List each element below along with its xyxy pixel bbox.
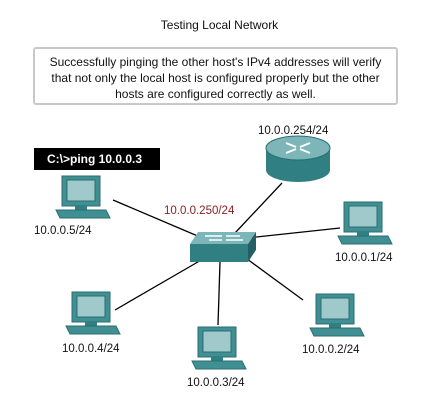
- ping-command: C:\>ping 10.0.0.3: [34, 148, 160, 170]
- host-4-label: 10.0.0.3/24: [187, 377, 245, 389]
- host-3-computer-icon: [65, 291, 121, 335]
- link-host5-switch: [242, 255, 304, 301]
- switch-label: 10.0.0.250/24: [164, 205, 235, 217]
- router-label: 10.0.0.254/24: [258, 125, 329, 137]
- host-2-label: 10.0.0.1/24: [335, 252, 393, 264]
- diagram-title: Testing Local Network: [160, 18, 279, 32]
- links: [112, 182, 341, 326]
- description-box: Successfully pinging the other host's IP…: [33, 47, 398, 105]
- host-3-label: 10.0.0.4/24: [62, 343, 120, 355]
- link-host1-switch: [112, 199, 201, 238]
- host-1-label: 10.0.0.5/24: [34, 225, 92, 237]
- host-1-computer-icon: [55, 175, 111, 219]
- link-router-switch: [234, 182, 283, 234]
- link-host2-switch: [246, 227, 341, 239]
- link-host3-switch: [114, 258, 204, 311]
- host-5-computer-icon: [309, 293, 365, 337]
- host-5-label: 10.0.0.2/24: [302, 344, 360, 356]
- link-host4-switch: [217, 261, 221, 326]
- switch-icon: [190, 232, 256, 262]
- router-icon: [265, 135, 331, 182]
- host-4-computer-icon: [191, 326, 247, 370]
- host-2-computer-icon: [337, 201, 393, 245]
